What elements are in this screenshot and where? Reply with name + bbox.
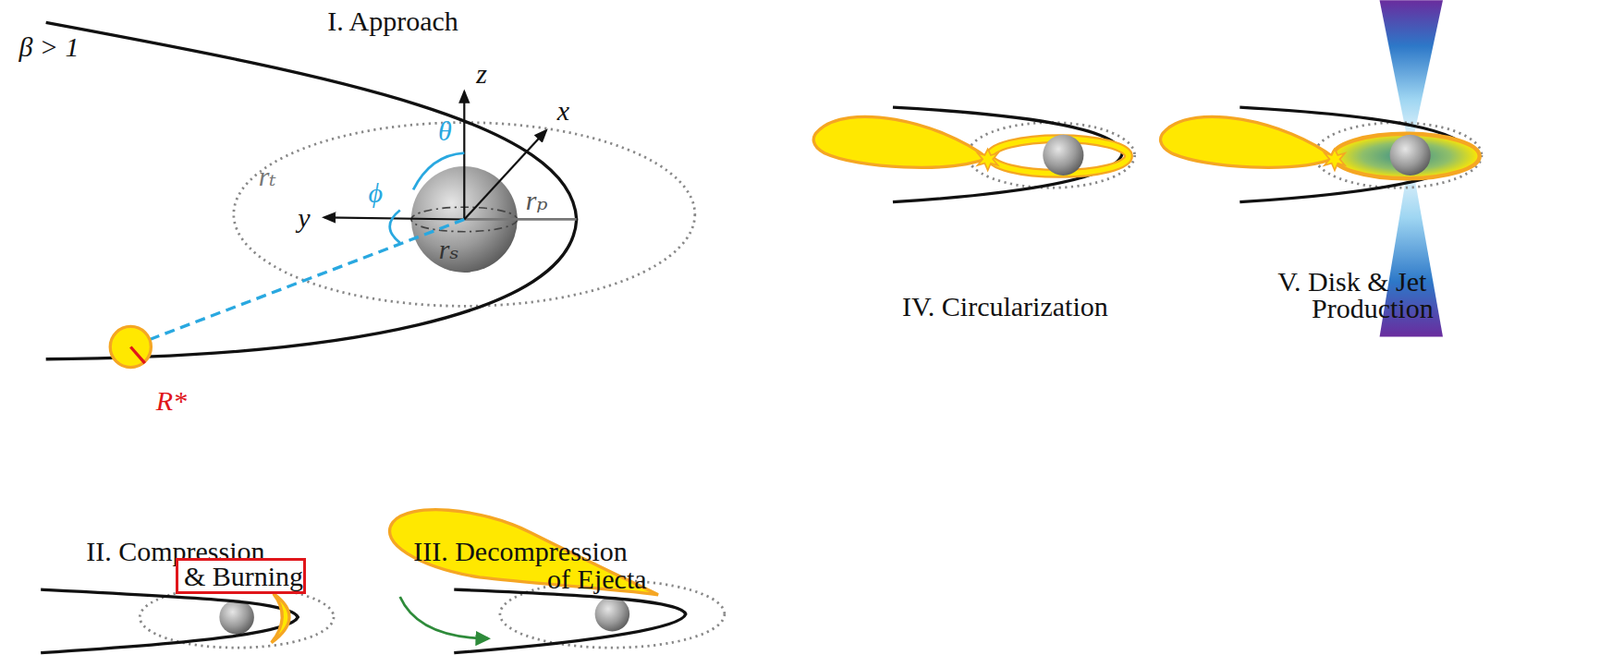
panel-title: III. Decompression bbox=[413, 536, 628, 567]
panel-title: I. Approach bbox=[327, 5, 459, 37]
radius-label: R* bbox=[156, 384, 187, 416]
panel-title: IV. Circularization bbox=[902, 291, 1109, 322]
radius-label: rₜ bbox=[258, 159, 277, 191]
panel-title: V. Disk & Jet bbox=[1277, 265, 1427, 296]
panel-title: of Ejecta bbox=[547, 562, 647, 594]
axis-label: z bbox=[476, 58, 488, 89]
radius-label: rₛ bbox=[439, 233, 460, 265]
box-text: & Burning bbox=[183, 561, 298, 592]
radius-label: rₚ bbox=[525, 184, 549, 216]
angle-label: θ bbox=[438, 115, 452, 147]
axis-label: x bbox=[557, 95, 570, 126]
condition-label: β > 1 bbox=[18, 30, 79, 62]
axis-label: y bbox=[297, 202, 310, 233]
angle-label: ϕ bbox=[367, 176, 383, 208]
highlight-box: & Burning bbox=[175, 558, 306, 595]
panel-title: Production bbox=[1311, 293, 1434, 324]
